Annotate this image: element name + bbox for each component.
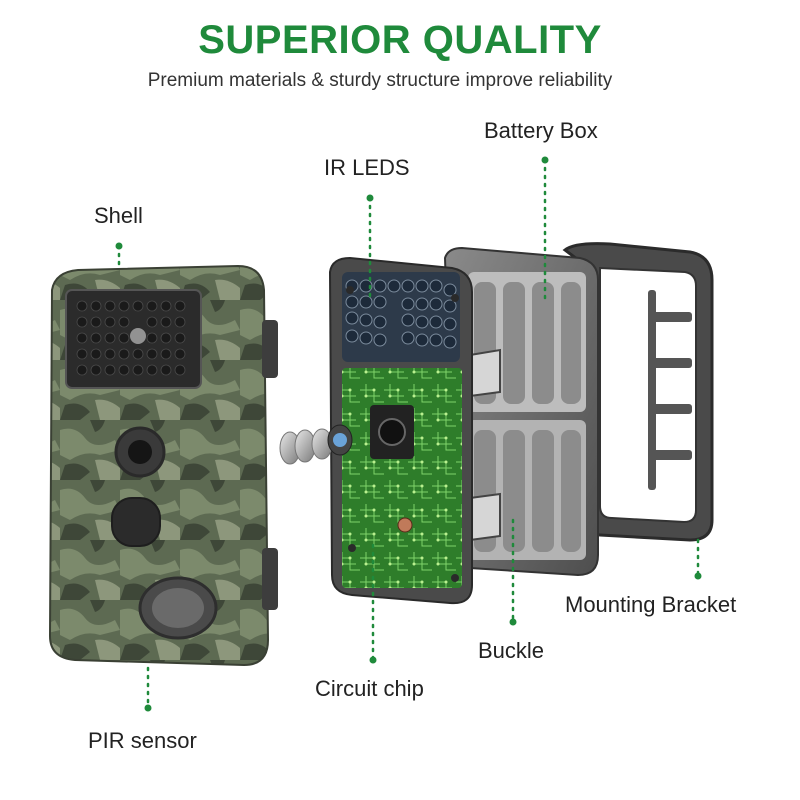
shell-callout-dot: [115, 242, 123, 250]
pir-sensor-label: PIR sensor: [88, 728, 197, 753]
battery-box-callout-dot: [541, 156, 549, 164]
callout-lines: [117, 158, 700, 707]
ir-leds-label: IR LEDS: [324, 155, 410, 180]
buckle-label: Buckle: [478, 638, 545, 663]
mounting-bracket-callout-dot: [694, 572, 702, 580]
mounting-bracket: [562, 242, 714, 542]
shell-label: Shell: [94, 203, 143, 228]
page-title: SUPERIOR QUALITY: [198, 18, 602, 62]
camera-shell: [48, 264, 278, 667]
battery-box: [443, 246, 599, 577]
lens-elements: [279, 424, 353, 465]
circuit-chip-label: Circuit chip: [315, 676, 424, 701]
page-subtitle: Premium materials & sturdy structure imp…: [147, 70, 613, 91]
mounting-bracket-label: Mounting Bracket: [565, 592, 737, 617]
pir-sensor-callout-dot: [144, 704, 152, 712]
circuit-chip-callout-dot: [369, 656, 377, 664]
buckle-callout-dot: [509, 618, 517, 626]
battery-box-label: Battery Box: [484, 118, 598, 143]
front-panel-circuit-board: [328, 256, 473, 605]
ir-leds-callout-dot: [366, 194, 374, 202]
